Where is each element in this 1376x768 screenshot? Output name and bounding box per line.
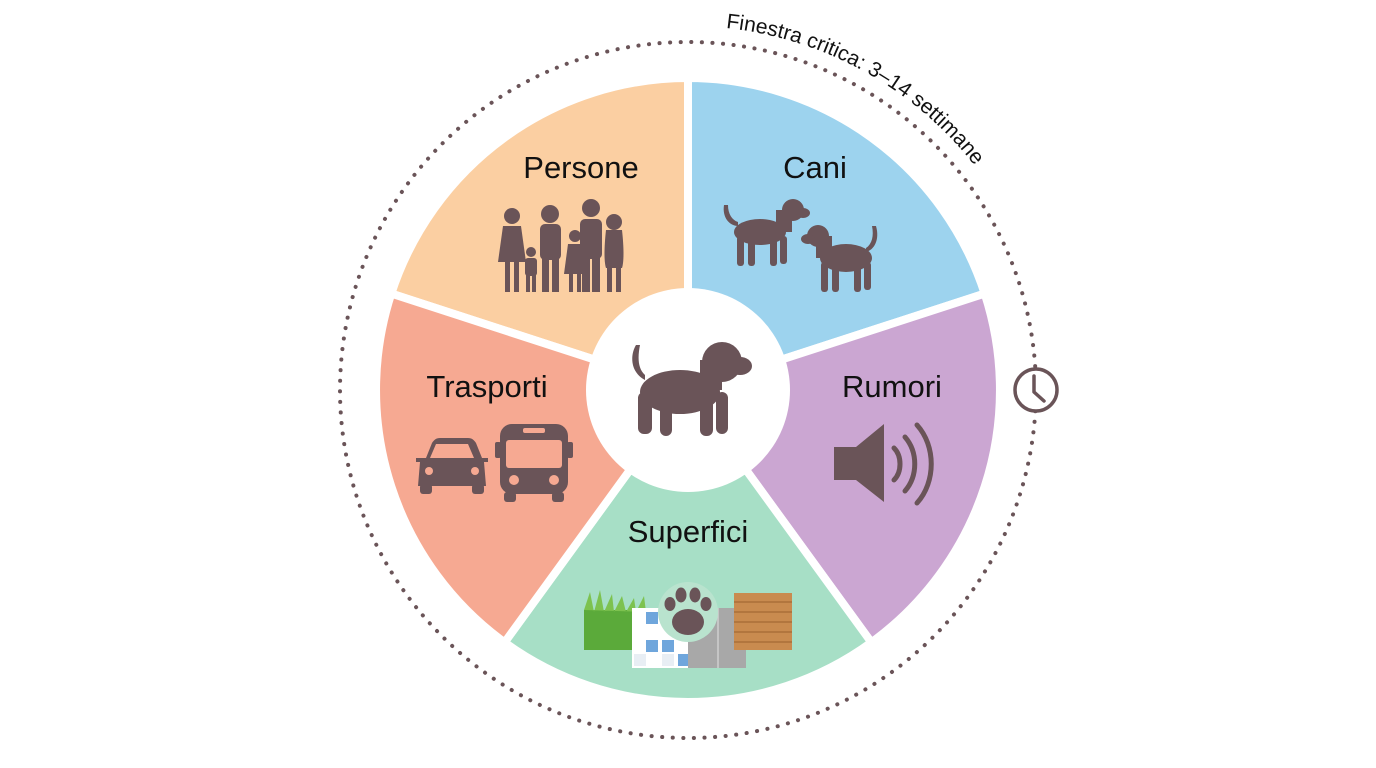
speaker-sound-icon	[834, 422, 934, 506]
puppy-icon	[632, 342, 752, 436]
clock-icon	[1013, 367, 1059, 413]
label-cani: Cani	[783, 150, 847, 185]
surfaces-paw-icon	[584, 582, 792, 668]
label-superfici: Superfici	[628, 514, 749, 549]
label-rumori: Rumori	[842, 369, 942, 404]
label-persone: Persone	[523, 150, 638, 185]
car-bus-icon	[416, 424, 573, 502]
family-people-icon	[498, 199, 624, 292]
segment-persone	[387, 74, 692, 394]
dogs-icon	[723, 199, 878, 292]
segment-cani	[684, 74, 989, 394]
label-trasporti: Trasporti	[426, 369, 547, 404]
